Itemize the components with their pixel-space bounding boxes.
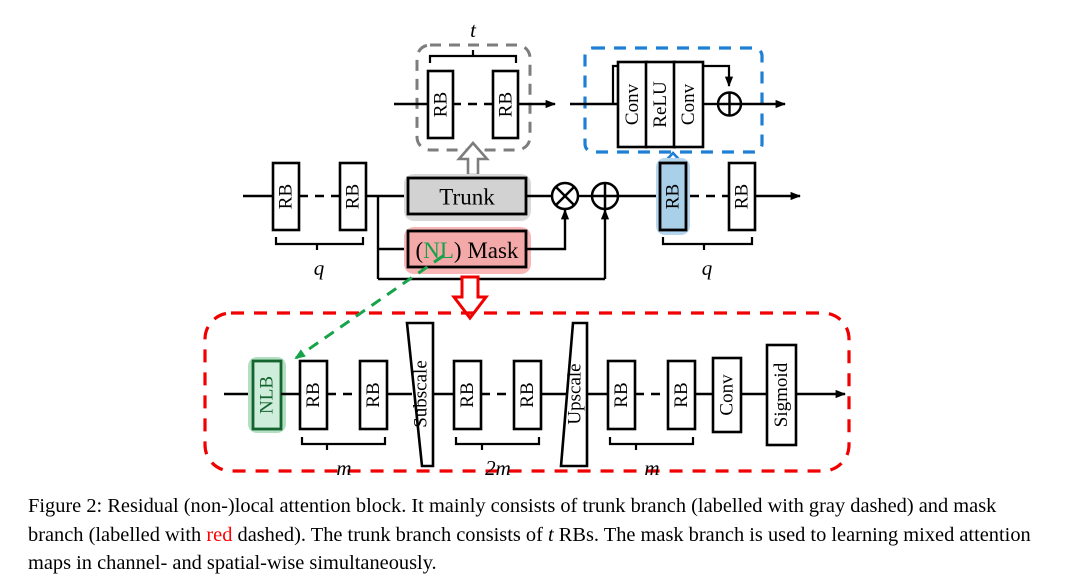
mask-g3-rb-1-label: RB — [611, 382, 632, 407]
trunk-detail-group: t RB RB — [394, 18, 557, 152]
trunk-expand-arrow-icon — [456, 141, 490, 177]
main-right-count-label: q — [702, 256, 713, 280]
main-right-rb-1-box — [658, 161, 688, 232]
upscale-shape — [559, 321, 589, 468]
caption-text-2: dashed). The trunk branch consists of — [232, 523, 549, 546]
caption-red-word: red — [206, 523, 233, 546]
mask-out-wire — [526, 208, 570, 251]
mask-g1-rb-1-label: RB — [303, 382, 324, 407]
trunk-box — [406, 176, 528, 216]
main-pipeline-row: RB RB q Trunk (NL) Mask — [243, 158, 802, 281]
mask-detail-group: NLB RB RB m Subscale RB RB 2m — [203, 311, 851, 480]
trunk-label: Trunk — [439, 185, 495, 210]
mask-g2-rb-2-label: RB — [517, 382, 538, 407]
rb-detail-group: Conv ReLU Conv — [570, 46, 787, 154]
mask-g2-brace — [454, 437, 541, 450]
nl-to-nlb-pointer — [294, 254, 444, 360]
main-right-rb-2-label: RB — [732, 184, 753, 209]
subscale-label: Subscale — [411, 360, 432, 428]
mask-g3-brace — [608, 437, 695, 450]
nlb-label: NLB — [257, 376, 278, 414]
mask-g2-rb-2-box — [512, 359, 543, 431]
mask-g1-rb-1-box — [298, 359, 329, 431]
figure-number: Figure 2: — [28, 495, 103, 517]
mask-conv-label: Conv — [717, 374, 738, 416]
rb-detail-relu-label: ReLU — [650, 81, 671, 128]
mask-expand-arrow-icon — [450, 275, 490, 321]
main-left-rb-2-box — [338, 161, 368, 232]
rb-dashed-border — [583, 46, 764, 154]
caption-text-1: Residual (non-)local attention block. It… — [28, 495, 997, 546]
mask-g3-count-label: m — [644, 456, 659, 480]
rb-detail-conv-1-label: Conv — [622, 83, 643, 125]
upscale-label: Upscale — [565, 363, 586, 424]
add-operator — [590, 181, 620, 211]
caption-text-3: RBs. The mask branch is used to learning… — [28, 523, 1031, 575]
subscale-shape — [405, 321, 435, 468]
figure-caption: Figure 2: Residual (non-)local attention… — [28, 492, 1050, 578]
residual-attention-block-diagram: t RB RB Conv ReLU Conv — [203, 18, 851, 480]
main-left-rb-2-label: RB — [343, 184, 364, 209]
main-left-rb-1-label: RB — [276, 184, 297, 209]
mask-paren-open: ( — [416, 238, 424, 263]
trunk-count-brace — [428, 50, 518, 63]
mask-text-label: Mask — [467, 238, 519, 263]
mask-g3-rb-2-box — [666, 359, 697, 431]
trunk-count-label: t — [470, 18, 477, 42]
trunk-detail-rb-1-box — [426, 69, 455, 140]
rb-detail-conv-2-label: Conv — [678, 83, 699, 125]
rb-detail-add-operator — [716, 91, 743, 117]
main-left-count-brace — [274, 237, 365, 250]
mask-g2-count-label: 2m — [485, 456, 511, 480]
main-right-count-brace — [661, 237, 754, 250]
caption-italic-t: t — [548, 523, 554, 546]
mask-paren-close: ) — [454, 238, 462, 263]
rb-detail-conv-1-box — [616, 60, 649, 149]
rb-detail-conv-2-box — [672, 60, 705, 149]
trunk-detail-rb-2-box — [491, 69, 520, 140]
multiply-operator — [550, 181, 580, 211]
main-right-rb-1-label: RB — [663, 184, 684, 209]
trunk-detail-rb-1-label: RB — [431, 92, 452, 117]
mask-g3-rb-2-label: RB — [671, 382, 692, 407]
mask-g1-count-label: m — [336, 456, 351, 480]
mask-g1-rb-2-label: RB — [363, 382, 384, 407]
mask-label: (NL) Mask — [416, 238, 519, 263]
mask-g1-brace — [300, 437, 387, 450]
mask-sigmoid-label: Sigmoid — [771, 362, 792, 427]
mask-g3-rb-1-box — [606, 359, 637, 431]
mask-g2-rb-1-label: RB — [457, 382, 478, 407]
main-left-count-label: q — [314, 256, 325, 280]
trunk-detail-rb-2-label: RB — [496, 92, 517, 117]
